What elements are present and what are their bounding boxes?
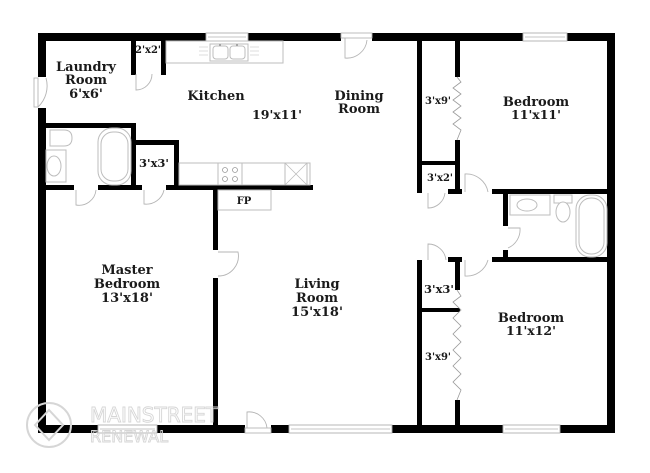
windows [97, 32, 568, 434]
interior-walls [46, 41, 607, 428]
dining-exterior-door-icon [340, 32, 373, 59]
watermark-line1: MAINSTREET [90, 403, 219, 427]
se-closet-door-icon [427, 243, 447, 261]
watermark-line2: RENEWAL [90, 427, 168, 446]
kitchen-dims: 19'x11' [252, 107, 302, 122]
hall-toilet-icon [553, 194, 573, 223]
ne-closet-dims: 3'x9' [425, 96, 451, 107]
master-bedroom-door-icon [217, 251, 239, 277]
front-door-icon [244, 411, 272, 434]
exterior-walls [38, 33, 615, 433]
bathtub-icon [97, 127, 132, 186]
master-bedroom-label-line2: Bedroom [94, 277, 161, 292]
sink-icon [45, 149, 67, 183]
bifold-doors [452, 76, 462, 401]
living-label-line1: Living [294, 277, 339, 292]
hall-bathtub-icon [575, 194, 608, 258]
hall-sink-icon [509, 194, 551, 216]
watermark: MAINSTREET RENEWAL [26, 402, 219, 448]
bedroom-se-label: Bedroom [498, 311, 565, 326]
bedroom-ne-label: Bedroom [503, 95, 570, 110]
laundry-label-line2: Room [65, 73, 107, 88]
master-bath-door-icon [75, 189, 97, 206]
master-closet-door-icon [143, 189, 165, 205]
living-dims: 15'x18' [291, 305, 343, 320]
se-small-closet-dims: 3'x3' [424, 282, 454, 296]
bedroom-ne-door-icon [464, 173, 489, 193]
laundry-closet-door-icon [135, 73, 153, 91]
living-label-line2: Room [296, 291, 338, 306]
linen-closet-dims: 3'x2' [427, 173, 453, 184]
hall-bath-fixtures [509, 194, 608, 258]
kitchen-fixtures [165, 40, 311, 186]
laundry-exterior-door-icon [33, 77, 48, 108]
master-closet-dims: 3'x3' [139, 156, 169, 170]
laundry-label-line1: Laundry [56, 60, 116, 75]
refrigerator-icon [284, 162, 308, 186]
dining-label-line1: Dining [334, 89, 383, 104]
laundry-closet-dims: 2'x2' [135, 45, 161, 56]
toilet-icon [49, 129, 73, 147]
fireplace-label: FP [237, 196, 252, 207]
master-bedroom-dims: 13'x18' [101, 291, 153, 306]
kitchen-label: Kitchen [187, 89, 245, 104]
linen-closet-door-icon [427, 192, 446, 209]
se-long-closet-dims: 3'x9' [425, 352, 451, 363]
hall-bath-door-icon [507, 227, 521, 249]
lower-counter [178, 162, 311, 186]
bedroom-se-door-icon [464, 259, 489, 277]
laundry-dims: 6'x6' [69, 87, 103, 102]
room-labels: Laundry Room 6'x6' 2'x2' Kitchen 19'x11'… [56, 45, 569, 363]
dining-label-line2: Room [338, 102, 380, 117]
fireplace-icon [217, 189, 272, 211]
master-bath-fixtures [45, 127, 132, 186]
bedroom-se-dims: 11'x12' [506, 323, 556, 338]
stove-icon [217, 162, 243, 186]
doors [33, 32, 521, 434]
double-sink-icon [199, 43, 259, 62]
bedroom-ne-dims: 11'x11' [511, 107, 561, 122]
master-bedroom-label-line1: Master [101, 263, 152, 278]
